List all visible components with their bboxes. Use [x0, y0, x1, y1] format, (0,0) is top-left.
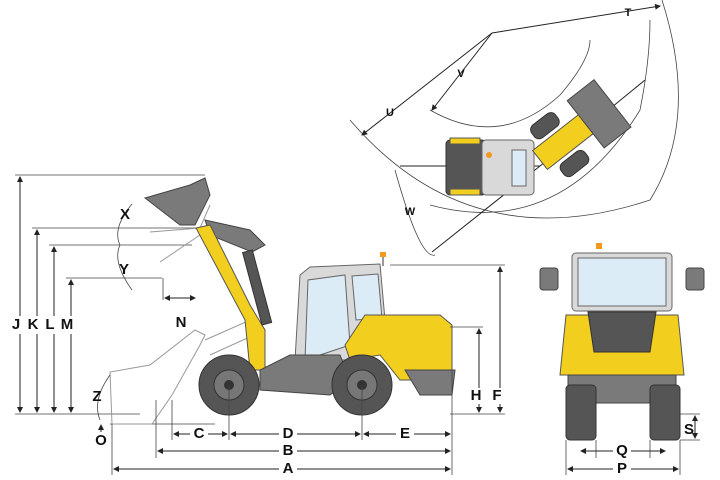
rear-tire-right: [649, 384, 681, 441]
label-l: L: [45, 316, 54, 333]
label-z: Z: [92, 388, 101, 405]
beacon-light-rear: [596, 243, 602, 249]
lift-cylinder: [241, 249, 273, 326]
label-t: T: [625, 7, 632, 19]
chassis: [259, 354, 351, 396]
label-m: M: [61, 316, 74, 333]
counterweight: [404, 369, 456, 396]
label-s: S: [684, 421, 694, 438]
label-x: X: [120, 206, 130, 223]
engine-cover: [587, 311, 657, 353]
rear-tire-left: [565, 384, 597, 441]
label-e: E: [400, 425, 410, 442]
label-p: P: [617, 460, 627, 477]
w-arc: [394, 169, 436, 256]
label-d: D: [283, 425, 294, 442]
mirror-right: [685, 267, 705, 291]
cab-rear-glass: [351, 273, 383, 321]
label-c: C: [194, 425, 205, 442]
loader-top: [445, 137, 535, 196]
label-j: J: [12, 316, 20, 333]
mirror-left: [539, 267, 559, 291]
label-n: N: [176, 314, 187, 331]
label-o: O: [95, 432, 107, 449]
label-u: U: [386, 107, 394, 119]
lowered-bucket: [109, 329, 206, 425]
label-y: Y: [119, 261, 129, 278]
label-b: B: [283, 442, 294, 459]
rear-window: [577, 257, 667, 307]
label-f: F: [492, 387, 501, 404]
cab-door-glass: [304, 274, 351, 361]
boom-arm: [195, 224, 266, 371]
label-q: Q: [616, 442, 628, 459]
label-a: A: [283, 460, 294, 477]
side-view: J K L M X Y N Z O: [9, 174, 508, 477]
top-view: T U V W: [349, 0, 679, 256]
inner-turning-arc: [429, 39, 591, 128]
label-v: V: [457, 68, 465, 80]
loader-top-front: [530, 79, 632, 178]
outer-turning-arc: [349, 0, 679, 219]
rear-view: Q P S: [539, 243, 705, 477]
raised-bucket: [143, 177, 211, 226]
body-turning-arc: [429, 19, 651, 213]
label-h: H: [471, 387, 482, 404]
label-w: W: [405, 206, 416, 218]
beacon-light: [380, 252, 386, 257]
label-k: K: [28, 316, 39, 333]
